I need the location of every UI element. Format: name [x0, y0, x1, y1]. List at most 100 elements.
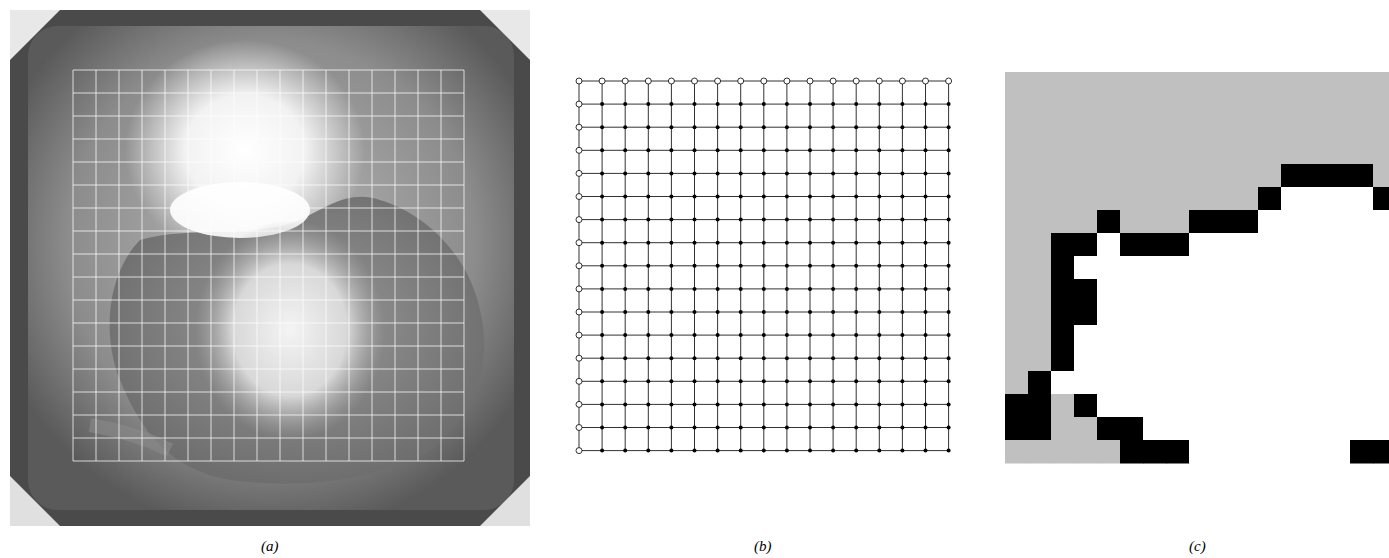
pixel-cell — [1304, 394, 1328, 418]
pixel-node — [646, 218, 650, 222]
pixel-node — [900, 402, 904, 406]
terminal-node — [784, 78, 790, 84]
pixel-cell — [1212, 118, 1236, 142]
pixel-cell — [1028, 187, 1052, 211]
pixel-cell — [1189, 417, 1213, 441]
pixel-cell — [1120, 164, 1144, 188]
pixel-cell — [1005, 256, 1029, 280]
pixel-cell — [1373, 394, 1389, 418]
grid-line — [349, 70, 350, 461]
pixel-cell — [1097, 210, 1121, 234]
pixel-cell — [1281, 164, 1305, 188]
pixel-cell — [1051, 256, 1075, 280]
pixel-node — [762, 287, 766, 291]
terminal-node — [576, 309, 582, 315]
pixel-cell — [1120, 233, 1144, 257]
pixel-cell — [1051, 187, 1075, 211]
pixel-node — [947, 148, 951, 152]
pixel-cell — [1327, 440, 1351, 464]
pixel-node — [693, 195, 697, 199]
pixel-cell — [1097, 233, 1121, 257]
pixel-node — [739, 426, 743, 430]
pixel-cell — [1143, 417, 1167, 441]
pixel-cell — [1097, 394, 1121, 418]
pixel-cell — [1350, 118, 1374, 142]
pixel-node — [693, 449, 697, 453]
pixel-cell — [1074, 187, 1098, 211]
pixel-node — [600, 287, 604, 291]
pixel-cell — [1235, 95, 1259, 119]
pixel-node — [924, 125, 928, 129]
pixel-cell — [1189, 279, 1213, 303]
pixel-node — [693, 333, 697, 337]
pixel-node — [854, 426, 858, 430]
pixel-node — [739, 449, 743, 453]
pixel-node — [669, 102, 673, 106]
pixel-node — [947, 310, 951, 314]
pixel-node — [877, 148, 881, 152]
pixel-node — [646, 449, 650, 453]
pixel-cell — [1304, 279, 1328, 303]
pixel-node — [854, 287, 858, 291]
pixel-cell — [1212, 95, 1236, 119]
pixel-cell — [1304, 187, 1328, 211]
pixel-cell — [1074, 256, 1098, 280]
pixel-node — [854, 449, 858, 453]
pixel-node — [762, 195, 766, 199]
pixel-node — [762, 333, 766, 337]
terminal-node — [576, 448, 582, 454]
terminal-node — [761, 78, 767, 84]
pixel-cell — [1074, 210, 1098, 234]
grid-line — [73, 208, 464, 209]
pixel-cell — [1327, 141, 1351, 165]
pixel-cell — [1258, 302, 1282, 326]
pixel-node — [831, 102, 835, 106]
pixel-node — [947, 264, 951, 268]
pixel-cell — [1074, 95, 1098, 119]
pixel-cell — [1166, 417, 1190, 441]
pixel-cell — [1143, 348, 1167, 372]
pixel-node — [808, 287, 812, 291]
pixel-cell — [1097, 164, 1121, 188]
pixel-node — [947, 356, 951, 360]
pixel-node — [808, 218, 812, 222]
pixel-cell — [1373, 417, 1389, 441]
pixel-cell — [1235, 233, 1259, 257]
pixel-node — [924, 171, 928, 175]
pixel-cell — [1281, 440, 1305, 464]
grid-line — [73, 185, 464, 186]
pixel-cell — [1120, 371, 1144, 395]
pixel-cell — [1005, 72, 1029, 96]
pixel-node — [877, 264, 881, 268]
pixel-cell — [1327, 279, 1351, 303]
pixel-node — [877, 426, 881, 430]
pixel-cell — [1074, 72, 1098, 96]
pixel-cell — [1120, 440, 1144, 464]
pixel-node — [808, 426, 812, 430]
pixel-cell — [1143, 164, 1167, 188]
pixel-node — [924, 426, 928, 430]
pixel-cell — [1327, 371, 1351, 395]
pixel-cell — [1005, 233, 1029, 257]
grid-line — [257, 70, 258, 461]
pixel-cell — [1005, 440, 1029, 464]
pixel-cell — [1281, 141, 1305, 165]
pixel-cell — [1120, 279, 1144, 303]
pixel-node — [947, 102, 951, 106]
pixel-node — [762, 148, 766, 152]
pixel-node — [831, 356, 835, 360]
pixel-node — [854, 241, 858, 245]
pixel-node — [600, 449, 604, 453]
pixel-cell — [1235, 187, 1259, 211]
pixel-node — [716, 402, 720, 406]
pixel-node — [716, 356, 720, 360]
pixel-node — [831, 125, 835, 129]
pixel-cell — [1097, 325, 1121, 349]
pixel-cell — [1304, 118, 1328, 142]
pixel-cell — [1189, 302, 1213, 326]
pixel-cell — [1120, 417, 1144, 441]
pixel-node — [693, 379, 697, 383]
pixel-cell — [1120, 302, 1144, 326]
terminal-node — [645, 78, 651, 84]
